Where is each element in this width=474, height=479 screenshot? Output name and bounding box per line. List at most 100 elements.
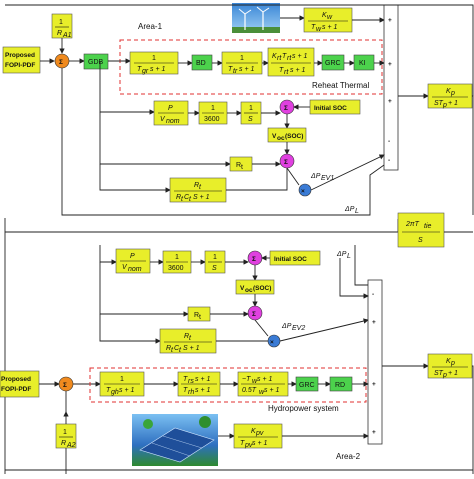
hydropower-label: Hydropower system (268, 404, 339, 413)
svg-text:V: V (160, 116, 166, 123)
reheat-thermal-box (119, 39, 383, 95)
svg-text:EV1: EV1 (321, 175, 334, 182)
gdb-block: GDB (83, 53, 109, 70)
svg-text:1: 1 (120, 376, 124, 383)
svg-text:Σ: Σ (63, 382, 67, 389)
svg-text:R: R (166, 345, 171, 352)
svg-text:R: R (176, 194, 181, 201)
gh-block: 1 T gh s + 1 (99, 371, 145, 397)
svg-text:ΔP: ΔP (281, 323, 292, 330)
svg-text:KI: KI (359, 60, 366, 67)
svg-text:L: L (347, 253, 351, 260)
svg-text:pv: pv (255, 430, 264, 437)
integrator-block-2: 1 S (204, 250, 226, 274)
svg-text:R: R (194, 182, 199, 189)
svg-text:p: p (442, 102, 447, 109)
svg-text:ΔP: ΔP (344, 206, 355, 213)
turbine-block: 1 T tr s + 1 (221, 51, 263, 75)
svg-text:FOPI-PDF: FOPI-PDF (5, 62, 35, 69)
svg-text:s + 1: s + 1 (252, 440, 267, 447)
svg-text:rt: rt (287, 55, 292, 62)
svg-text:s + 1: s + 1 (239, 66, 254, 73)
reheat-thermal-label: Reheat Thermal (312, 81, 369, 90)
bd-block: BD (191, 54, 213, 71)
svg-text:-: - (388, 138, 390, 145)
svg-text:Σ: Σ (252, 311, 256, 318)
tie-line-block: 2πT tie S (397, 212, 445, 248)
svg-text:s + 1: s + 1 (150, 66, 165, 73)
svg-text:+ 1: + 1 (448, 100, 458, 107)
wind-turbine-image (232, 3, 280, 33)
svg-text:-: - (388, 157, 390, 164)
svg-text:R: R (236, 162, 241, 169)
svg-text:(SOC): (SOC) (253, 285, 271, 292)
svg-text:C: C (184, 194, 190, 201)
reheat-block: K rt T rt s + 1 T rt s + 1 (267, 47, 315, 77)
sum-bar-area1 (383, 4, 399, 171)
svg-text:T: T (183, 376, 188, 383)
svg-text:RD: RD (335, 382, 345, 389)
water-block: −T w s + 1 0.5T w s + 1 (237, 371, 289, 397)
svg-text:1: 1 (175, 254, 179, 261)
svg-text:V: V (122, 264, 128, 271)
svg-text:tie: tie (424, 223, 432, 230)
wind-gain-block: K w T w s + 1 (303, 7, 353, 33)
svg-text:S + 1: S + 1 (193, 194, 210, 201)
svg-text:pv: pv (244, 442, 253, 449)
hydropower-box (89, 367, 367, 403)
svg-text:Proposed: Proposed (5, 52, 35, 59)
svg-text:T: T (240, 440, 245, 447)
svg-text:C: C (174, 345, 180, 352)
initial-soc-box-1: Initial SOC (309, 99, 361, 115)
svg-text:−T: −T (242, 376, 251, 383)
svg-text:FOPI-PDF: FOPI-PDF (1, 386, 31, 393)
svg-text:w: w (316, 26, 322, 33)
svg-text:T: T (137, 66, 142, 73)
rc-block-2: R t R t C t S + 1 (159, 328, 217, 354)
svg-text:S: S (248, 116, 253, 123)
svg-text:EV2: EV2 (292, 325, 305, 332)
svg-text:K: K (446, 88, 451, 95)
svg-text:+: + (388, 17, 392, 24)
svg-text:K: K (322, 12, 327, 19)
sum-bar-area2 (367, 279, 383, 445)
svg-text:s + 1: s + 1 (195, 376, 210, 383)
svg-text:P: P (168, 105, 173, 112)
svg-text:R: R (61, 440, 66, 447)
svg-text:K: K (272, 53, 277, 60)
svg-text:gr: gr (142, 68, 149, 75)
svg-text:A1: A1 (62, 32, 72, 39)
svg-text:Initial SOC: Initial SOC (314, 105, 347, 112)
svg-text:GRC: GRC (325, 60, 341, 67)
svg-text:T: T (279, 67, 284, 74)
r1-gain-block: 1 R A1 (51, 13, 73, 39)
p-vnom-block-2: P V nom (115, 248, 151, 274)
governor-block: 1 T gr s + 1 (129, 51, 179, 75)
svg-text:S + 1: S + 1 (183, 345, 200, 352)
svg-text:t: t (199, 184, 202, 191)
svg-text:T: T (183, 387, 188, 394)
svg-text:tr: tr (233, 68, 238, 75)
svg-text:R: R (194, 312, 199, 319)
svg-text:oc: oc (277, 135, 285, 142)
r1-block-area1: R t (229, 156, 253, 172)
svg-text:Proposed: Proposed (1, 376, 31, 383)
ki-block: KI (353, 54, 375, 71)
svg-text:T: T (106, 387, 111, 394)
svg-text:3600: 3600 (204, 116, 220, 123)
svg-text:s + 1: s + 1 (322, 24, 337, 31)
svg-text:nom: nom (166, 118, 180, 125)
div-3600-block-1: 1 3600 (198, 101, 228, 125)
svg-text:S: S (418, 237, 423, 244)
grc-block-1: GRC (321, 54, 345, 71)
svg-text:s + 1: s + 1 (264, 387, 279, 394)
initial-soc-box-2: Initial SOC (269, 250, 321, 266)
svg-text:s + 1: s + 1 (195, 387, 210, 394)
svg-text:+ 1: + 1 (448, 370, 458, 377)
svg-text:T: T (228, 66, 233, 73)
svg-text:S: S (212, 265, 217, 272)
area-2-label: Area-2 (336, 452, 361, 461)
svg-text:Σ: Σ (284, 159, 288, 166)
svg-text:R: R (57, 30, 62, 37)
